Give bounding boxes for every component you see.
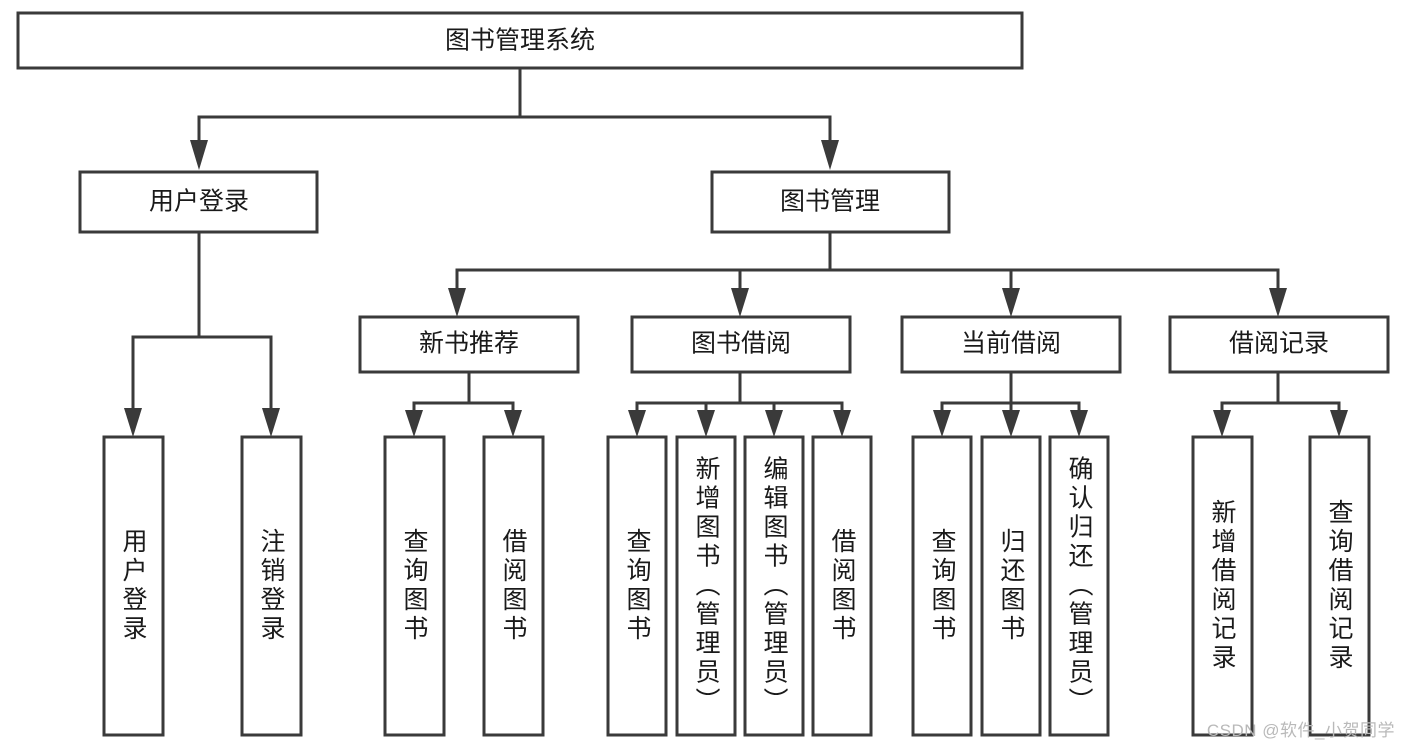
node-leaf-query-book-2-label: 查询图书 (623, 528, 652, 644)
arrow-head-leaf-query-book-3 (933, 410, 951, 437)
arrow-head-user-login (190, 140, 208, 170)
node-new-book-recommend[interactable]: 新书推荐 (358, 315, 580, 374)
node-leaf-confirm-return-label: 确认归还（管理员） (1065, 456, 1094, 717)
node-leaf-borrow-book-2-box[interactable] (811, 435, 873, 737)
arrow-head-leaf-add-record (1213, 410, 1231, 437)
node-leaf-query-record-box[interactable] (1308, 435, 1371, 737)
arrow-head-leaf-borrow-book-2 (833, 410, 851, 437)
arrow-head-leaf-user-logout (262, 408, 280, 437)
node-new-book-recommend-label: 新书推荐 (419, 330, 519, 358)
arrow-head-book-borrow (731, 288, 749, 317)
arrow-head-current-borrow (1002, 288, 1020, 317)
node-book-manage-box[interactable] (710, 170, 951, 234)
arrow-head-leaf-confirm-return (1070, 410, 1088, 437)
node-leaf-borrow-book-2-label: 借阅图书 (828, 528, 857, 644)
node-user-login-box[interactable] (78, 170, 319, 234)
node-leaf-borrow-book-1[interactable]: 借阅图书 (482, 435, 545, 737)
node-leaf-query-book-3-label: 查询图书 (928, 528, 957, 644)
node-leaf-user-logout-label: 注销登录 (257, 528, 286, 644)
arrow-head-leaf-return-book (1002, 410, 1020, 437)
node-borrow-record-label: 借阅记录 (1229, 330, 1329, 358)
node-leaf-query-book-1[interactable]: 查询图书 (383, 435, 446, 737)
node-leaf-edit-book[interactable]: 编辑图书（管理员） (743, 435, 805, 737)
connector-group-root (190, 66, 839, 170)
arrow-head-leaf-query-book-1 (405, 410, 423, 437)
connector-group-current-borrow (933, 370, 1088, 437)
connector-group-borrow-record (1213, 370, 1348, 437)
connector-group-book-borrow (628, 370, 851, 437)
node-leaf-add-record-label: 新增借阅记录 (1208, 499, 1237, 673)
node-leaf-return-book[interactable]: 归还图书 (980, 435, 1042, 737)
node-leaf-user-login[interactable]: 用户登录 (102, 435, 165, 737)
node-leaf-add-record-box[interactable] (1191, 435, 1254, 737)
node-leaf-user-logout-box[interactable] (240, 435, 303, 737)
connector-group-new-book-recommend (405, 370, 522, 437)
node-leaf-confirm-return-box[interactable] (1048, 435, 1110, 737)
node-leaf-query-book-3[interactable]: 查询图书 (911, 435, 973, 737)
node-current-borrow-label: 当前借阅 (961, 330, 1061, 358)
node-root-label: 图书管理系统 (445, 27, 595, 55)
arrow-head-leaf-query-record (1330, 410, 1348, 437)
node-leaf-user-login-label: 用户登录 (119, 528, 148, 644)
node-leaf-borrow-book-1-label: 借阅图书 (499, 528, 528, 644)
arrow-head-new-book-recommend (448, 288, 466, 317)
node-borrow-record-box[interactable] (1168, 315, 1390, 374)
node-leaf-query-book-2-box[interactable] (606, 435, 668, 737)
node-book-borrow[interactable]: 图书借阅 (630, 315, 852, 374)
arrow-head-book-manage (821, 140, 839, 170)
node-leaf-query-book-1-box[interactable] (383, 435, 446, 737)
arrow-head-leaf-add-book (697, 410, 715, 437)
node-leaf-add-book-label: 新增图书（管理员） (692, 456, 721, 717)
node-leaf-query-book-2[interactable]: 查询图书 (606, 435, 668, 737)
node-leaf-user-logout[interactable]: 注销登录 (240, 435, 303, 737)
node-leaf-add-book-box[interactable] (675, 435, 737, 737)
arrow-head-borrow-record (1269, 288, 1287, 317)
node-user-login-label: 用户登录 (149, 188, 249, 216)
node-leaf-borrow-book-1-box[interactable] (482, 435, 545, 737)
node-leaf-user-login-box[interactable] (102, 435, 165, 737)
node-leaf-query-book-3-box[interactable] (911, 435, 973, 737)
node-book-borrow-label: 图书借阅 (691, 330, 791, 358)
node-book-borrow-box[interactable] (630, 315, 852, 374)
node-root[interactable]: 图书管理系统 (16, 11, 1024, 70)
node-leaf-query-record[interactable]: 查询借阅记录 (1308, 435, 1371, 737)
node-leaf-query-book-1-label: 查询图书 (400, 528, 429, 644)
node-leaf-borrow-book-2[interactable]: 借阅图书 (811, 435, 873, 737)
node-book-manage-label: 图书管理 (780, 188, 880, 216)
arrow-head-leaf-user-login (124, 408, 142, 437)
node-current-borrow-box[interactable] (900, 315, 1122, 374)
node-leaf-add-record[interactable]: 新增借阅记录 (1191, 435, 1254, 737)
node-leaf-add-book[interactable]: 新增图书（管理员） (675, 435, 737, 737)
arrow-head-leaf-edit-book (765, 410, 783, 437)
node-leaf-query-record-label: 查询借阅记录 (1325, 499, 1354, 673)
node-book-manage[interactable]: 图书管理 (710, 170, 951, 234)
node-user-login[interactable]: 用户登录 (78, 170, 319, 234)
node-leaf-confirm-return[interactable]: 确认归还（管理员） (1048, 435, 1110, 737)
connector-group-book-manage (448, 230, 1287, 317)
node-borrow-record[interactable]: 借阅记录 (1168, 315, 1390, 374)
node-leaf-return-book-box[interactable] (980, 435, 1042, 737)
node-leaf-edit-book-label: 编辑图书（管理员） (760, 456, 789, 717)
arrow-head-leaf-query-book-2 (628, 410, 646, 437)
connector-group-user-login (124, 230, 280, 437)
node-current-borrow[interactable]: 当前借阅 (900, 315, 1122, 374)
arrow-head-leaf-borrow-book-1 (504, 410, 522, 437)
node-leaf-return-book-label: 归还图书 (997, 528, 1026, 644)
node-new-book-recommend-box[interactable] (358, 315, 580, 374)
node-root-box[interactable] (16, 11, 1024, 70)
node-leaf-edit-book-box[interactable] (743, 435, 805, 737)
